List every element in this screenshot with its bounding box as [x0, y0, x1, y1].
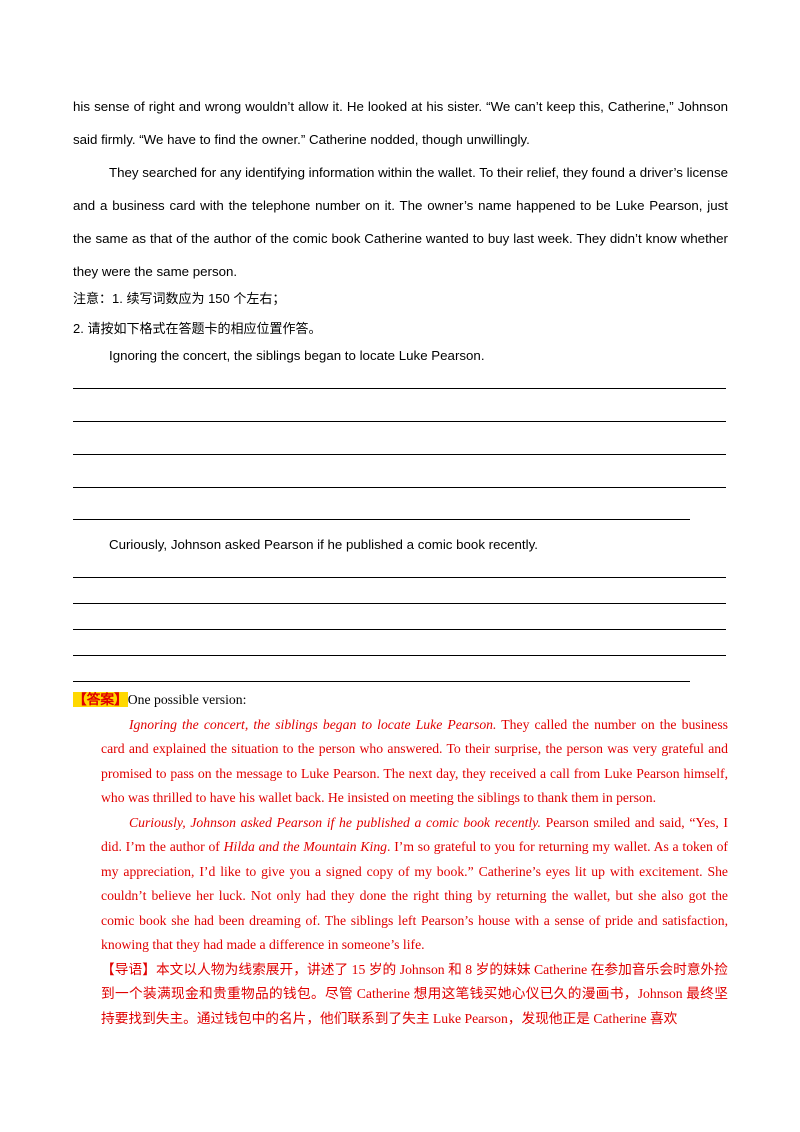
answer-section: 【答案】One possible version: Ignoring the c… — [73, 688, 728, 1031]
answer-tag: 【答案】 — [73, 692, 128, 707]
book-title: Hilda and the Mountain King — [223, 839, 388, 854]
answer-paragraph-1: Ignoring the concert, the siblings began… — [73, 713, 728, 811]
answer-paragraph-2-lead: Curiously, Johnson asked Pearson if he p… — [129, 814, 541, 830]
answer-paragraph-1-lead: Ignoring the concert, the siblings began… — [129, 716, 497, 732]
answer-line — [73, 388, 726, 389]
instruction-note-2: 2. 请按如下格式在答题卡的相应位置作答。 — [73, 321, 322, 336]
answer-paragraph-1-body: They called the number on the business c… — [101, 716, 728, 806]
story-paragraph-1: his sense of right and wrong wouldn’t al… — [73, 99, 728, 147]
guide-text: 本文以人物为线索展开，讲述了 15 岁的 Johnson 和 8 岁的妹妹 Ca… — [101, 961, 728, 1026]
answer-line — [73, 629, 726, 630]
continuation-lead-2: Curiously, Johnson asked Pearson if he p… — [109, 537, 538, 552]
instruction-note-1: 注意：1. 续写词数应为 150 个左右； — [73, 291, 286, 306]
answer-line — [73, 519, 690, 520]
guide-tag: 【导语】 — [101, 961, 156, 977]
answer-paragraph-2-body-a: Pearson smiled and said, “Yes, I did. I’… — [101, 814, 728, 855]
answer-line — [73, 681, 690, 682]
continuation-lead-1: Ignoring the concert, the siblings began… — [109, 348, 485, 363]
story-passage: his sense of right and wrong wouldn’t al… — [73, 90, 728, 288]
answer-paragraph-2: Curiously, Johnson asked Pearson if he p… — [73, 811, 728, 958]
answer-line — [73, 421, 726, 422]
answer-line — [73, 454, 726, 455]
answer-line — [73, 577, 726, 578]
answer-line — [73, 603, 726, 604]
guide-paragraph: 【导语】本文以人物为线索展开，讲述了 15 岁的 Johnson 和 8 岁的妹… — [73, 958, 728, 1032]
answer-line — [73, 655, 726, 656]
answer-line — [73, 487, 726, 488]
story-paragraph-2: They searched for any identifying inform… — [73, 165, 728, 279]
answer-intro: One possible version: — [127, 692, 247, 707]
answer-heading: 【答案】One possible version: — [73, 688, 728, 713]
answer-paragraph-2-body-b: . I’m so grateful to you for returning m… — [101, 839, 728, 952]
